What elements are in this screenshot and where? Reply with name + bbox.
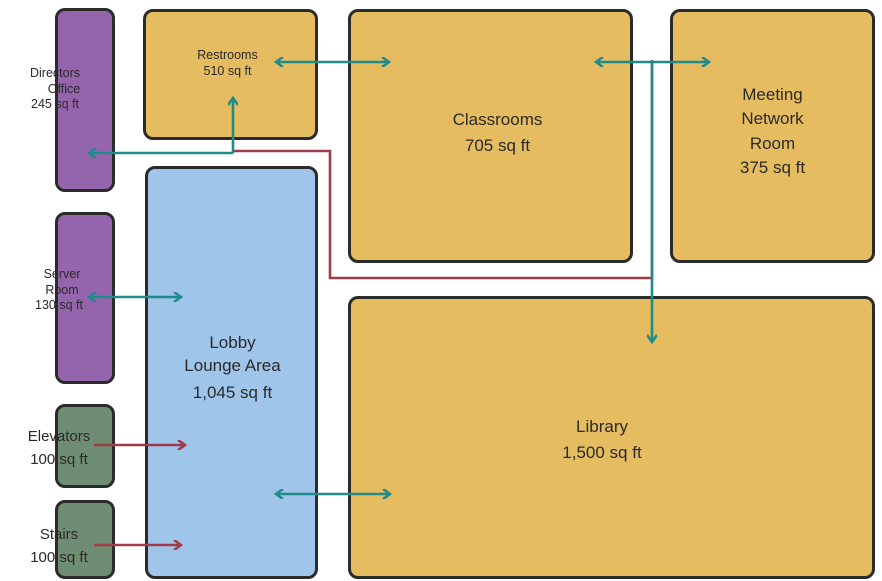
directors-office-name-2: Office	[47, 81, 81, 96]
directors-office-room	[55, 8, 115, 192]
directors-office-area: 245 sq ft	[31, 97, 79, 112]
server-room-label: Server Room 130 sq ft	[14, 267, 104, 314]
meeting-name-3: Room	[749, 133, 796, 153]
server-name-1: Server	[43, 267, 81, 281]
server-name-2: Room	[45, 282, 79, 297]
stairs-room	[55, 500, 115, 579]
directors-office-name-1: Directors	[29, 66, 80, 80]
meeting-network-room	[670, 9, 875, 263]
restrooms-area: 510 sq ft	[203, 63, 252, 78]
lobby-lounge-label: Lobby Lounge Area 1,045 sq ft	[155, 332, 310, 403]
stairs-area: 100 sq ft	[30, 548, 88, 566]
classrooms-name: Classrooms	[452, 110, 543, 129]
library-area: 1,500 sq ft	[562, 443, 642, 463]
classrooms-label: Classrooms 705 sq ft	[420, 109, 575, 157]
stairs-label: Stairs 100 sq ft	[10, 526, 108, 568]
meeting-name-1: Meeting	[742, 85, 803, 104]
lobby-name-1: Lobby	[209, 333, 256, 352]
meeting-area: 375 sq ft	[739, 157, 806, 177]
elevators-area: 100 sq ft	[30, 450, 88, 468]
lobby-name-2: Lounge Area	[184, 356, 281, 376]
meeting-network-label: Meeting Network Room 375 sq ft	[705, 84, 840, 178]
library-name: Library	[576, 417, 628, 436]
server-area: 130 sq ft	[35, 298, 83, 313]
library-label: Library 1,500 sq ft	[522, 416, 682, 464]
directors-office-label: Directors Office 245 sq ft	[15, 66, 95, 113]
classrooms-area: 705 sq ft	[464, 136, 531, 156]
meeting-name-2: Network	[741, 109, 804, 129]
library-room	[348, 296, 875, 579]
lobby-area: 1,045 sq ft	[192, 382, 273, 402]
restrooms-name: Restrooms	[197, 48, 258, 62]
restrooms-label: Restrooms 510 sq ft	[170, 48, 285, 79]
elevators-label: Elevators 100 sq ft	[10, 428, 108, 470]
stairs-name: Stairs	[39, 526, 79, 543]
elevators-name: Elevators	[27, 428, 91, 445]
